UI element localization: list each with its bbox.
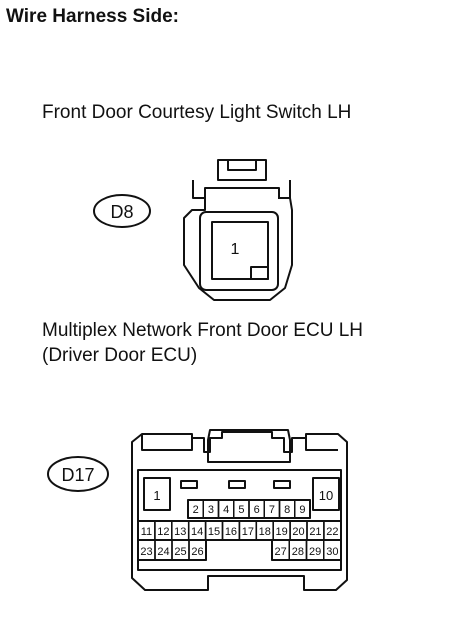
d17-pin-30-label: 30 xyxy=(326,546,338,558)
d17-pin-24-label: 24 xyxy=(157,546,169,558)
d17-row2-pins: 11 12 13 14 15 16 17 18 19 20 21 22 xyxy=(137,520,342,541)
d17-pin-7-label: 7 xyxy=(269,504,275,516)
d17-pin-12-label: 12 xyxy=(157,526,169,538)
d8-latch xyxy=(217,159,267,181)
d17-pin-28-label: 28 xyxy=(292,546,304,558)
d17-pin-4-label: 4 xyxy=(223,504,229,516)
d17-pin-11-label: 11 xyxy=(141,526,152,538)
d17-caption: Multiplex Network Front Door ECU LH (Dri… xyxy=(42,318,363,368)
d8-left-ear xyxy=(192,180,205,199)
d17-pin-29-label: 29 xyxy=(309,546,321,558)
d17-pin-13-label: 13 xyxy=(174,526,186,538)
d17-latch xyxy=(207,429,291,463)
d17-pin-19-label: 19 xyxy=(276,526,288,538)
d17-pin-25-label: 25 xyxy=(174,546,186,558)
d8-pin-1-label: 1 xyxy=(231,241,240,258)
d17-caption-line1: Multiplex Network Front Door ECU LH xyxy=(42,320,363,341)
d17-pin-16-label: 16 xyxy=(225,526,237,538)
d17-pin-21-label: 21 xyxy=(309,526,321,538)
d17-pin-17-label: 17 xyxy=(242,526,254,538)
d17-row3-pins: 23 24 25 26 27 28 29 30 xyxy=(137,539,342,561)
d17-pin-20-label: 20 xyxy=(292,526,304,538)
d8-tag: D8 xyxy=(110,202,133,222)
d17-pin-5-label: 5 xyxy=(238,504,244,516)
d8-key-slot xyxy=(250,266,269,280)
d17-tag: D17 xyxy=(61,465,94,485)
d17-pin-26-cell xyxy=(188,539,207,561)
d17-pin-22-label: 22 xyxy=(326,526,338,538)
d8-connector xyxy=(93,159,293,301)
d17-pin-14-label: 14 xyxy=(191,526,203,538)
d17-pin-15-label: 15 xyxy=(208,526,220,538)
d17-pin-10-label: 10 xyxy=(319,488,333,503)
d8-body xyxy=(183,187,293,301)
d17-pin-8-label: 8 xyxy=(284,504,290,516)
d17-pin-3-label: 3 xyxy=(208,504,214,516)
d8-inner-frame xyxy=(199,211,279,291)
d17-pin-23-label: 23 xyxy=(140,546,152,558)
d17-pin-26-label: 26 xyxy=(191,546,203,558)
page-heading: Wire Harness Side: xyxy=(6,6,180,27)
d17-pin-30-cell xyxy=(323,539,342,561)
d17-pin-10-box xyxy=(312,477,340,511)
d17-pin-2-label: 2 xyxy=(193,504,199,516)
d17-pin-18-label: 18 xyxy=(259,526,271,538)
d8-caption: Front Door Courtesy Light Switch LH xyxy=(42,102,352,123)
d17-pin-9-cell xyxy=(294,499,311,519)
d8-tag-ellipse xyxy=(93,194,151,228)
d17-tag-ellipse xyxy=(47,456,109,492)
d17-pin-6-label: 6 xyxy=(254,504,260,516)
d17-pin-27-label: 27 xyxy=(275,546,287,558)
d8-pin-cavity xyxy=(211,221,269,280)
d17-pin-9-label: 9 xyxy=(299,504,305,516)
d17-caption-line2: (Driver Door ECU) xyxy=(42,345,198,366)
d17-pin-1-label: 1 xyxy=(153,488,160,503)
d17-pin-1-box xyxy=(143,477,171,511)
